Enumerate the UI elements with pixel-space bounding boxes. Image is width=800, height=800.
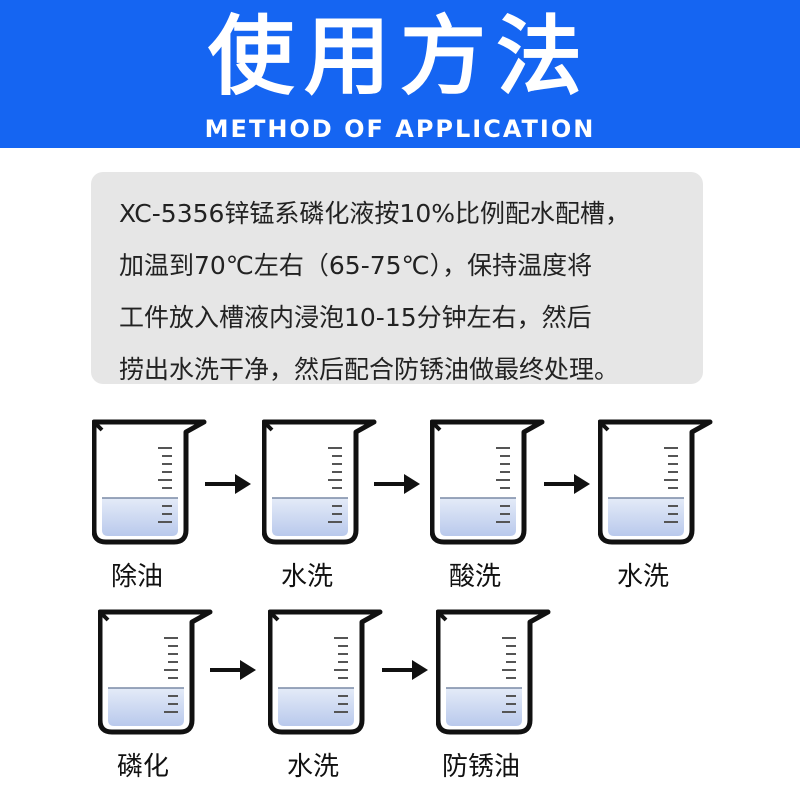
page-subtitle: METHOD OF APPLICATION xyxy=(204,115,596,143)
step-rust-oil: 防锈油 xyxy=(436,608,566,782)
arrow-right-icon xyxy=(382,660,430,680)
beaker-icon xyxy=(268,608,386,738)
step-label: 酸洗 xyxy=(448,562,501,592)
step-phosphating: 磷化 xyxy=(98,608,228,782)
page-title: 使用方法 xyxy=(208,7,592,107)
beaker-icon xyxy=(430,418,548,548)
step-water-rinse: 水洗 xyxy=(598,418,728,592)
step-degreasing: 除油 xyxy=(92,418,222,592)
beaker-icon xyxy=(98,608,216,738)
beaker-icon xyxy=(92,418,210,548)
arrow-right-icon xyxy=(544,474,592,494)
step-label: 水洗 xyxy=(280,562,333,592)
instruction-panel: XC-5356锌锰系磷化液按10%比例配水配槽， 加温到70℃左右（65-75℃… xyxy=(91,172,703,384)
instruction-line: 加温到70℃左右（65-75℃），保持温度将 xyxy=(119,251,593,280)
instruction-line: 捞出水洗干净，然后配合防锈油做最终处理。 xyxy=(119,355,620,384)
arrow-right-icon xyxy=(210,660,258,680)
step-label: 磷化 xyxy=(116,752,169,782)
step-label: 水洗 xyxy=(616,562,669,592)
step-label: 水洗 xyxy=(286,752,339,782)
step-pickling: 酸洗 xyxy=(430,418,560,592)
beaker-icon xyxy=(598,418,716,548)
header-banner: 使用方法 METHOD OF APPLICATION xyxy=(0,0,800,148)
arrow-right-icon xyxy=(205,474,253,494)
step-label: 防锈油 xyxy=(441,752,520,782)
arrow-right-icon xyxy=(374,474,422,494)
beaker-icon xyxy=(262,418,380,548)
step-label: 除油 xyxy=(110,562,163,592)
instruction-line: 工件放入槽液内浸泡10-15分钟左右，然后 xyxy=(119,303,592,332)
step-water-rinse: 水洗 xyxy=(268,608,398,782)
step-water-rinse: 水洗 xyxy=(262,418,392,592)
instruction-line: XC-5356锌锰系磷化液按10%比例配水配槽， xyxy=(119,199,630,228)
beaker-icon xyxy=(436,608,554,738)
